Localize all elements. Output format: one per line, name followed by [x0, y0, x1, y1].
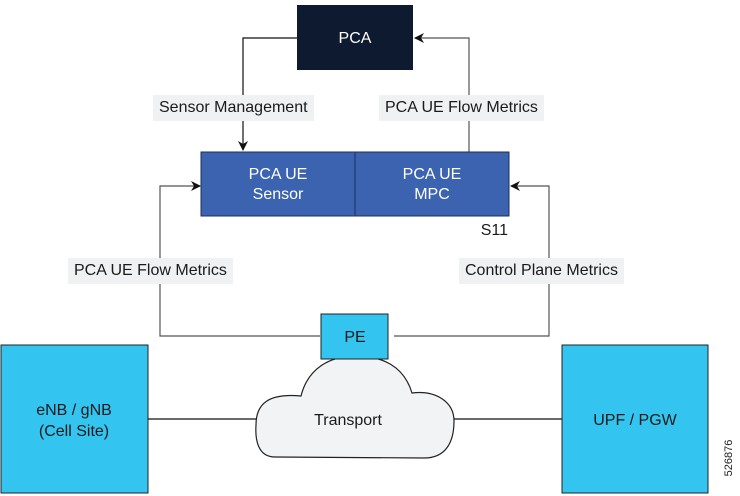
pca-ue-mpc-box — [354, 151, 510, 217]
pca-ue-sensor-box — [200, 151, 356, 217]
transport-label: Transport — [314, 412, 382, 429]
upf-pgw-box — [561, 344, 709, 494]
sensor-line1: PCA UE — [249, 166, 308, 183]
control-plane-metrics-tag: Control Plane Metrics — [459, 258, 624, 284]
cell-site-line1: eNB / gNB — [36, 402, 112, 419]
figure-id: 526876 — [723, 440, 735, 477]
sensor-management-tag: Sensor Management — [153, 95, 314, 121]
s11-label: S11 — [481, 222, 508, 239]
pca-flow-metrics-top-tag: PCA UE Flow Metrics — [379, 95, 544, 121]
pe-box — [320, 313, 389, 360]
mpc-line2: MPC — [414, 186, 450, 203]
transport-cloud — [255, 355, 455, 459]
cell-site-line2: (Cell Site) — [39, 423, 109, 440]
pca-flow-metrics-left-tag: PCA UE Flow Metrics — [68, 258, 233, 284]
pca-label: PCA — [339, 30, 372, 47]
upf-pgw-label: UPF / PGW — [593, 412, 677, 429]
sensor-line2: Sensor — [253, 186, 304, 203]
sensor-management-line — [238, 37, 297, 151]
pca-box — [297, 5, 413, 70]
cell-site-box — [0, 344, 149, 494]
mpc-line1: PCA UE — [403, 166, 462, 183]
pe-label: PE — [344, 329, 365, 346]
